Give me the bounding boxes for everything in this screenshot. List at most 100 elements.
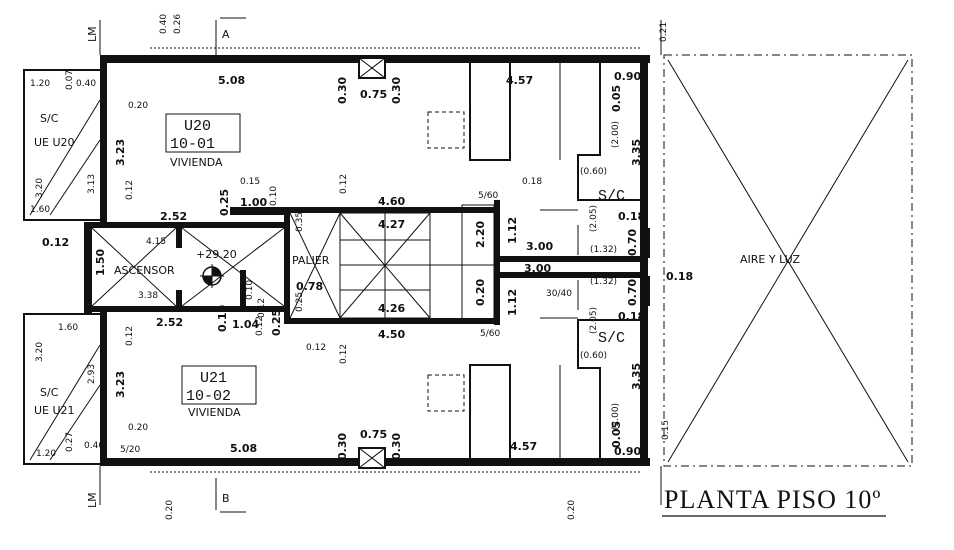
dim-top-window-a: 0.30 <box>336 77 349 104</box>
dim-ue-040-bottom: 0.40 <box>84 441 104 451</box>
palier-top-wall-b <box>290 207 500 213</box>
unit-u20-code: 10-01 <box>170 136 215 153</box>
dim-ext-top-021: 0.21 <box>659 22 669 42</box>
unit-u21-code: 10-02 <box>186 388 231 405</box>
dim-bottom-012-over: 0.12 <box>339 344 349 364</box>
dim-left-020-bottom: 0.20 <box>128 423 148 433</box>
dim-stair-427: 4.27 <box>378 218 405 231</box>
dim-top-205: (2.05) <box>589 205 599 232</box>
walls <box>84 55 650 466</box>
lm-label-bottom: LM <box>86 492 99 508</box>
dim-stair-30-40: 30/40 <box>546 289 572 299</box>
dim-bottom-070: 0.70 <box>626 279 639 306</box>
dim-corridor-112-bottom: 1.12 <box>506 289 519 316</box>
dim-stair-460: 4.60 <box>378 195 405 208</box>
ascensor-inner-b <box>176 290 182 306</box>
dim-top-070: 0.70 <box>626 229 639 256</box>
dim-top-252: 2.52 <box>160 210 187 223</box>
ascensor-outer-wall <box>84 222 92 314</box>
dim-stair-426: 4.26 <box>378 302 405 315</box>
unit-u21-id: U21 <box>200 370 227 387</box>
dim-top-200: (2.00) <box>611 121 621 148</box>
dim-bottom-025: 0.25 <box>270 309 283 336</box>
dim-bottom-width-right: 4.57 <box>510 440 537 453</box>
dim-ext-top-026: 0.26 <box>173 14 183 34</box>
stair <box>339 204 495 321</box>
dim-top-window: 0.75 <box>360 88 387 101</box>
ue-u21-box <box>23 313 103 465</box>
dim-top-width-left: 5.08 <box>218 74 245 87</box>
dim-ue-320-top: 3.20 <box>35 178 45 198</box>
corridor-top-wall <box>494 256 644 262</box>
palier-bottom-wall <box>290 318 500 324</box>
room-aire-luz: AIRE Y LUZ <box>740 253 801 266</box>
dim-bottom-window-a: 0.30 <box>336 433 349 460</box>
dim-stair-220: 2.20 <box>474 221 487 248</box>
dim-ue-160-bottom: 1.60 <box>58 323 78 333</box>
stair-right-wall <box>494 200 500 325</box>
dim-bottom-335: 3.35 <box>630 363 643 390</box>
level-marker <box>200 264 224 288</box>
dim-ue-5-20: 5/20 <box>120 445 140 455</box>
dim-asc-415: 4.15 <box>146 237 166 247</box>
dim-left-012-top: 0.12 <box>125 180 135 200</box>
dim-top-010b: 0.10 <box>269 186 279 206</box>
dim-stair-5-60-top: 5/60 <box>478 191 498 201</box>
dim-bottom-010: 0.10 <box>216 305 229 332</box>
dim-ext-bottom-020b: 0.20 <box>567 500 577 520</box>
dim-corridor-112-top: 1.12 <box>506 217 519 244</box>
dim-bottom-005: 0.05 <box>610 421 623 448</box>
dim-bottom-200: (2.00) <box>611 403 621 430</box>
section-mark-a: A <box>222 28 230 41</box>
room-ascensor: ASCENSOR <box>114 264 175 277</box>
dim-ue-120-top: 1.20 <box>30 79 50 89</box>
extension-lines <box>99 17 662 513</box>
dim-left-012-bot: 0.12 <box>125 326 135 346</box>
left-wall-top <box>100 55 107 225</box>
unit-u20-use: VIVIENDA <box>170 156 223 169</box>
dim-top-width-right: 4.57 <box>506 74 533 87</box>
dim-left-012: 0.12 <box>42 236 69 249</box>
dim-ue-320-bottom: 3.20 <box>35 342 45 362</box>
dim-bottom-window-b: 0.30 <box>390 433 403 460</box>
dim-bottom-corner-090: 0.90 <box>614 445 641 458</box>
room-palier: PALIER <box>292 254 330 267</box>
corridor-bottom-wall <box>494 272 644 278</box>
room-sc-right-bottom: S/C <box>598 330 625 347</box>
dim-bottom-width-left: 5.08 <box>230 442 257 455</box>
dim-left-323-top: 3.23 <box>114 139 127 166</box>
dim-bottom-012-mid: 0.12 <box>306 343 326 353</box>
dim-ue-313: 3.13 <box>87 174 97 194</box>
dim-asc-338: 3.38 <box>138 291 158 301</box>
ascensor-inner-a <box>176 228 182 248</box>
right-pillar-bottom <box>642 276 650 306</box>
palier-top-wall-a <box>230 207 290 215</box>
dim-top-015: 0.15 <box>240 177 260 187</box>
dim-palier-078: 0.78 <box>296 280 323 293</box>
dim-bottom-018: 0.18 <box>618 310 645 323</box>
plan-title: PLANTA PISO 10º <box>664 485 881 514</box>
dim-bottom-060: (0.60) <box>580 351 607 361</box>
palier-inner-wall <box>240 270 246 310</box>
dim-stair-450: 4.50 <box>378 328 405 341</box>
dim-stair-020: 0.20 <box>474 279 487 306</box>
left-ue-boxes <box>23 69 103 465</box>
dim-top-window-b: 0.30 <box>390 77 403 104</box>
ue-u20-box <box>23 69 103 221</box>
dim-bottom-132: (1.32) <box>590 277 617 287</box>
mid-wall-top <box>84 222 284 228</box>
dim-ext-top-040: 0.40 <box>159 14 169 34</box>
dim-palier-025: 0.25 <box>295 292 305 312</box>
dim-palier-010: 0.10 <box>245 280 255 300</box>
dim-bottom-012-left: 0.12 <box>257 298 267 318</box>
dim-top-025: 0.25 <box>218 189 231 216</box>
aire-y-luz-area <box>663 54 913 467</box>
dim-top-018a: 0.18 <box>618 210 645 223</box>
dim-bottom-205: (2.05) <box>589 307 599 334</box>
room-sc-left-top-2: UE U20 <box>34 136 75 149</box>
dim-ue-027: 0.27 <box>65 432 75 452</box>
dim-stair-018-side: 0.18 <box>522 177 542 187</box>
dim-ue-293: 2.93 <box>87 364 97 384</box>
dim-bottom-window: 0.75 <box>360 428 387 441</box>
lm-label-top: LM <box>86 26 99 42</box>
